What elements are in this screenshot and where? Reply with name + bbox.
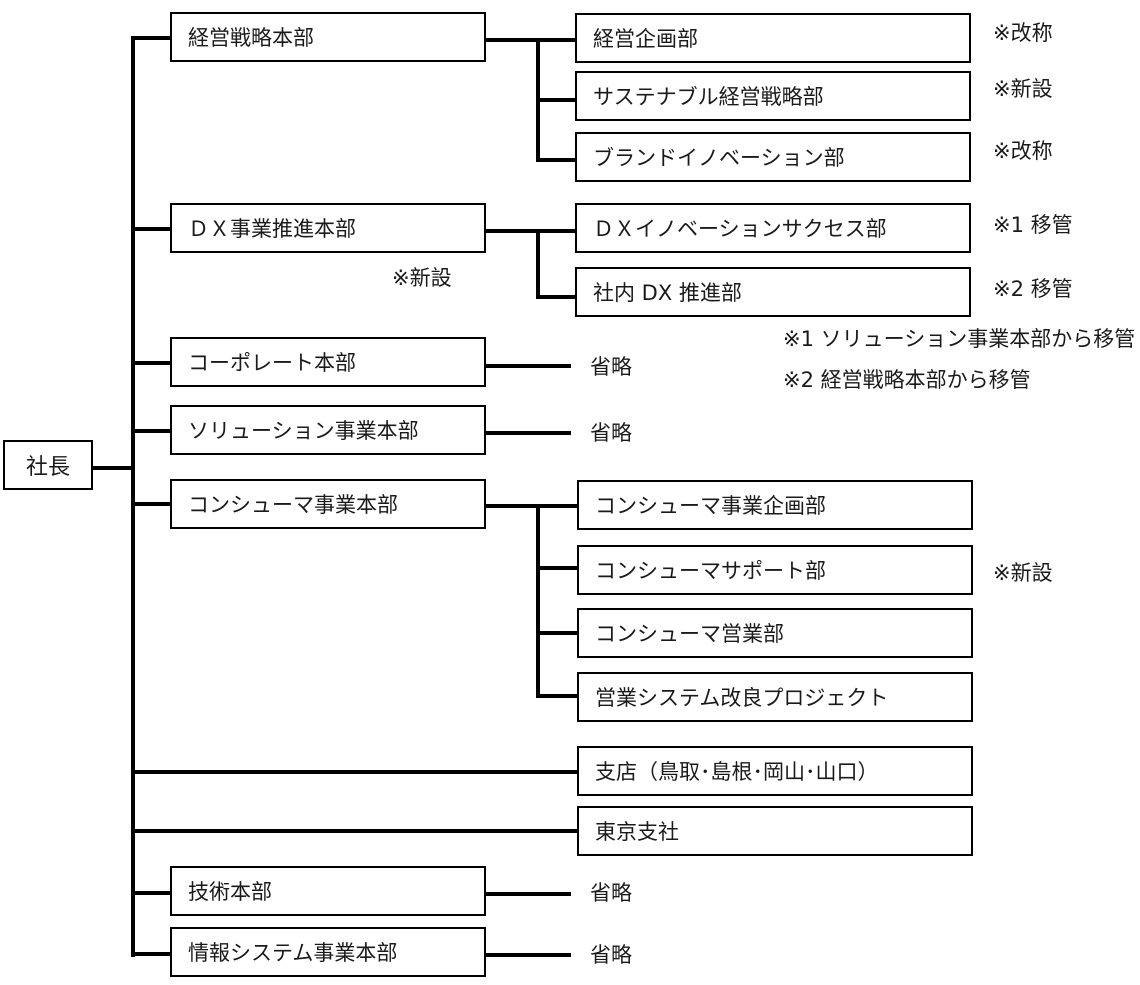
- connector-trunk-to-keiei: [131, 36, 172, 40]
- division-label: 経営戦略本部: [188, 26, 314, 50]
- connector-trunk-to-joho: [131, 952, 172, 956]
- connector-joho-omitted: [485, 953, 571, 957]
- department-note: ※改称: [993, 139, 1053, 163]
- department-sustainable: サステナブル経営戦略部: [575, 71, 971, 121]
- department-sales-system-project: 営業システム改良プロジェクト: [577, 672, 973, 722]
- division-label: ソリューション事業本部: [188, 419, 419, 443]
- department-label: ＤＸイノベーションサクセス部: [593, 217, 887, 241]
- department-internal-dx: 社内 DX 推進部: [575, 267, 971, 317]
- department-note: ※1 移管: [993, 213, 1073, 237]
- department-label: 営業システム改良プロジェクト: [595, 686, 889, 710]
- connector-main-trunk: [131, 37, 135, 957]
- connector-trunk-to-tokyo: [131, 829, 578, 833]
- connector-keiei-sub-2: [536, 98, 577, 102]
- connector-trunk-to-gijutsu: [131, 891, 172, 895]
- department-label: コンシューマサポート部: [595, 559, 826, 583]
- connector-keiei-sub-3: [536, 158, 577, 162]
- department-label: コンシューマ営業部: [595, 622, 784, 646]
- connector-corporate-omitted: [485, 364, 571, 368]
- division-label: 情報システム事業本部: [188, 941, 398, 965]
- department-consumer-support: コンシューマサポート部: [577, 545, 973, 595]
- department-label: コンシューマ事業企画部: [595, 494, 826, 518]
- connector-trunk-to-dx: [131, 227, 172, 231]
- connector-trunk-to-consumer: [131, 502, 172, 506]
- department-note: ※2 移管: [993, 277, 1073, 301]
- division-gijutsu-omitted: 省略: [590, 881, 632, 905]
- connector-consumer-sub-trunk: [536, 504, 540, 698]
- division-corporate-omitted: 省略: [590, 355, 632, 379]
- division-label: コンシューマ事業本部: [188, 493, 398, 517]
- department-consumer-sales: コンシューマ営業部: [577, 608, 973, 658]
- connector-gijutsu-omitted: [485, 892, 571, 896]
- division-dx-note: ※新設: [392, 266, 452, 290]
- division-joho: 情報システム事業本部: [170, 927, 486, 977]
- connector-consumer-sub-4: [536, 694, 579, 698]
- department-label: 経営企画部: [593, 27, 698, 51]
- division-consumer: コンシューマ事業本部: [170, 479, 486, 529]
- connector-root-stub: [92, 466, 134, 470]
- connector-trunk-to-branch: [131, 770, 578, 774]
- connector-trunk-to-corporate: [131, 361, 172, 365]
- unit-branches: 支店（鳥取･島根･岡山･山口）: [577, 746, 973, 796]
- connector-consumer-sub-2: [536, 566, 579, 570]
- department-brand-innovation: ブランドイノベーション部: [575, 132, 971, 182]
- connector-trunk-to-solution: [131, 429, 172, 433]
- connector-solution-omitted: [485, 431, 571, 435]
- connector-consumer-out: [485, 504, 579, 508]
- department-label: 社内 DX 推進部: [593, 281, 742, 305]
- connector-dx-sub-trunk: [536, 229, 540, 299]
- unit-label: 東京支社: [595, 820, 679, 844]
- division-joho-omitted: 省略: [590, 943, 632, 967]
- department-note: ※新設: [993, 561, 1053, 585]
- division-solution: ソリューション事業本部: [170, 405, 486, 455]
- department-keiei-kikaku: 経営企画部: [575, 13, 971, 63]
- department-note: ※新設: [993, 77, 1053, 101]
- unit-label: 支店（鳥取･島根･岡山･山口）: [595, 760, 879, 784]
- connector-dx-sub-2: [536, 295, 577, 299]
- connector-dx-out: [485, 229, 577, 233]
- division-solution-omitted: 省略: [590, 421, 632, 445]
- division-label: ＤＸ事業推進本部: [188, 217, 356, 241]
- president-box: 社長: [3, 440, 93, 490]
- department-dx-innovation-success: ＤＸイノベーションサクセス部: [575, 203, 971, 253]
- department-note: ※改称: [993, 21, 1053, 45]
- president-label: 社長: [25, 455, 70, 480]
- footnote-1: ※1 ソリューション事業本部から移管: [783, 327, 1136, 351]
- department-label: サステナブル経営戦略部: [593, 85, 824, 109]
- department-label: ブランドイノベーション部: [593, 146, 845, 170]
- division-gijutsu: 技術本部: [170, 866, 486, 916]
- footnote-2: ※2 経営戦略本部から移管: [783, 368, 1031, 392]
- division-label: コーポレート本部: [188, 351, 356, 375]
- division-label: 技術本部: [188, 880, 272, 904]
- department-consumer-planning: コンシューマ事業企画部: [577, 480, 973, 530]
- connector-consumer-sub-3: [536, 631, 579, 635]
- division-dx: ＤＸ事業推進本部: [170, 203, 486, 253]
- division-corporate: コーポレート本部: [170, 337, 486, 387]
- unit-tokyo-office: 東京支社: [577, 806, 973, 856]
- connector-keiei-out: [485, 38, 577, 42]
- division-keiei-senryaku: 経営戦略本部: [170, 12, 486, 62]
